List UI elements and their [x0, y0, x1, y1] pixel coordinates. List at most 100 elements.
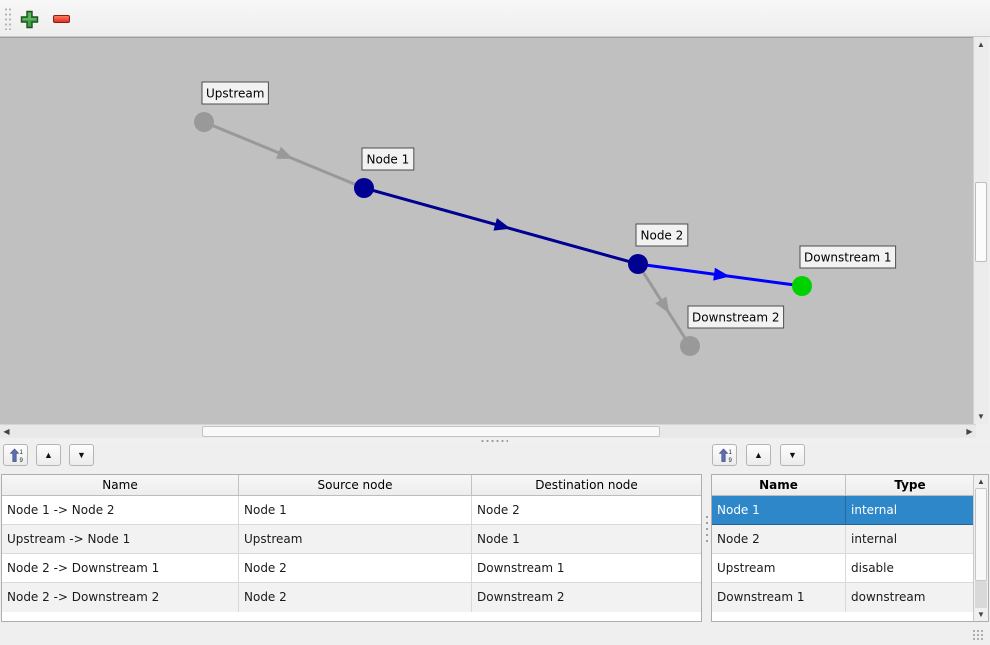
table-cell[interactable]: internal	[846, 496, 974, 525]
graph-node[interactable]	[628, 254, 648, 274]
column-header-type[interactable]: Type	[894, 478, 926, 492]
table-cell[interactable]: internal	[846, 525, 974, 554]
nodes-sort-button[interactable]: 1 9	[712, 444, 737, 466]
edges-move-down-button[interactable]: ▼	[69, 444, 94, 466]
column-header-name[interactable]: Name	[2, 475, 239, 495]
scroll-up-arrow-icon[interactable]: ▲	[974, 38, 988, 51]
canvas-background	[0, 38, 973, 424]
node-table-scrollbar[interactable]: ▲ ▼	[973, 475, 988, 621]
graph-node[interactable]	[792, 276, 812, 296]
column-header-destination-node[interactable]: Destination node	[535, 478, 638, 492]
node-label-box[interactable]	[687, 305, 785, 329]
edge-arrowhead-icon	[713, 267, 730, 281]
main-toolbar	[0, 0, 990, 37]
svg-text:1: 1	[728, 449, 732, 455]
nodes-move-down-button[interactable]: ▼	[780, 444, 805, 466]
svg-text:9: 9	[728, 458, 732, 463]
table-cell[interactable]: Node 1 -> Node 2	[2, 496, 239, 525]
table-cell[interactable]: Node 2 -> Downstream 1	[2, 554, 239, 583]
canvas-vertical-scrollbar[interactable]: ▲ ▼	[973, 37, 988, 424]
table-cell[interactable]: Node 1	[712, 496, 846, 525]
scroll-right-arrow-icon[interactable]: ▶	[963, 425, 976, 438]
graph-node[interactable]	[194, 112, 214, 132]
node-label: Downstream 2	[692, 311, 780, 325]
column-header-name[interactable]: Name	[712, 475, 846, 495]
table-cell[interactable]: downstream	[851, 590, 926, 604]
table-cell[interactable]: Node 2	[239, 554, 472, 583]
up-arrow-icon: ▲	[754, 450, 763, 460]
splitter-grip-icon	[705, 514, 709, 544]
canvas-horizontal-scrollbar[interactable]: ◀ ▶	[0, 424, 976, 438]
graph-node[interactable]	[680, 336, 700, 356]
node-label-box[interactable]	[201, 81, 269, 105]
scroll-down-arrow-icon[interactable]: ▼	[974, 410, 988, 423]
vertical-scroll-thumb[interactable]	[975, 182, 987, 262]
svg-text:9: 9	[19, 458, 23, 463]
splitter-grip-icon	[480, 439, 508, 443]
sort-ascending-icon: 1 9	[718, 447, 732, 463]
table-cell[interactable]: Node 2	[472, 496, 701, 525]
graph-node[interactable]	[354, 178, 374, 198]
table-cell[interactable]: Node 2 -> Downstream 2	[2, 583, 239, 612]
edges-sort-button[interactable]: 1 9	[3, 444, 28, 466]
scroll-left-arrow-icon[interactable]: ◀	[0, 425, 13, 438]
edge-arrowhead-icon	[493, 218, 511, 231]
nodes-move-up-button[interactable]: ▲	[746, 444, 771, 466]
table-cell[interactable]: Upstream	[239, 525, 472, 554]
table-cell[interactable]: Node 2	[712, 525, 846, 554]
panel-splitter[interactable]	[702, 444, 711, 622]
edge-arrowhead-icon	[275, 146, 294, 159]
table-cell[interactable]: Upstream	[712, 554, 846, 583]
window-resize-grip-icon[interactable]	[972, 629, 984, 641]
minus-icon	[52, 15, 70, 23]
node-label-box[interactable]	[635, 223, 689, 247]
add-button[interactable]	[18, 8, 40, 30]
down-arrow-icon: ▼	[77, 450, 86, 460]
table-scroll-thumb[interactable]	[975, 488, 987, 581]
table-row[interactable]: Downstream 1 downstream	[712, 583, 988, 612]
table-cell[interactable]: Downstream 1	[472, 554, 701, 583]
table-cell[interactable]: Downstream 1	[712, 583, 846, 612]
node-label: Node 2	[641, 229, 684, 243]
table-cell[interactable]: Node 1	[239, 496, 472, 525]
table-cell[interactable]: Node 2	[239, 583, 472, 612]
edge-arrowhead-icon	[655, 296, 670, 314]
node-label-box[interactable]	[361, 147, 415, 171]
column-header-source-node[interactable]: Source node	[239, 475, 472, 495]
up-arrow-icon: ▲	[44, 450, 53, 460]
horizontal-scroll-thumb[interactable]	[202, 426, 660, 437]
table-cell[interactable]: Node 1	[472, 525, 701, 554]
table-scroll-trough[interactable]	[975, 581, 987, 608]
remove-button[interactable]	[50, 8, 72, 30]
node-label: Node 1	[367, 153, 410, 167]
table-cell[interactable]: Downstream 2	[477, 590, 565, 604]
node-label: Downstream 1	[804, 251, 892, 265]
svg-text:1: 1	[19, 449, 23, 455]
scroll-up-arrow-icon[interactable]: ▲	[974, 475, 988, 488]
table-cell[interactable]: disable	[846, 554, 974, 583]
empty-row	[712, 612, 988, 621]
node-label: Upstream	[206, 87, 264, 101]
table-cell[interactable]: Upstream -> Node 1	[2, 525, 239, 554]
status-bar	[0, 622, 990, 645]
edges-move-up-button[interactable]: ▲	[36, 444, 61, 466]
scroll-down-arrow-icon[interactable]: ▼	[974, 608, 988, 621]
node-label-box[interactable]	[799, 245, 897, 269]
node-table-header: Name Type	[712, 475, 988, 496]
horizontal-splitter[interactable]	[0, 438, 990, 444]
toolbar-drag-handle[interactable]	[4, 7, 12, 30]
